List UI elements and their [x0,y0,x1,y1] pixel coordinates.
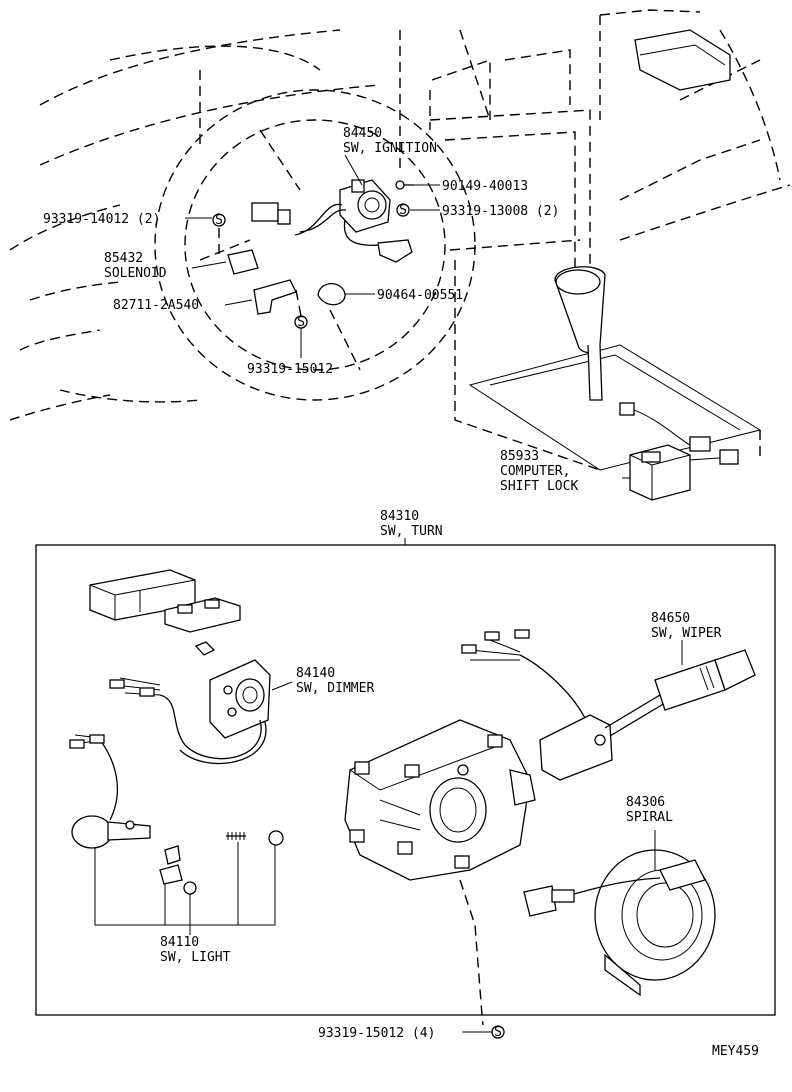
light-switch [69,734,151,849]
cluster-hood [109,45,321,150]
label-solenoid-no: 85432 [104,251,143,266]
dashboard-outline [9,9,791,471]
label-clip: 90464-00551 [377,288,463,303]
label-s-left: 93319-14012 (2) [43,212,160,227]
ignition-switch [251,179,413,263]
screw-icon [194,641,216,656]
screw-icon [395,180,414,190]
label-s-right: 93319-13008 (2) [442,204,559,219]
label-turn-name: SW, TURN [380,524,443,539]
connector-blocks [89,569,241,633]
svg-text:S: S [297,315,305,330]
clip [317,282,346,306]
s-symbol-icon: S S S [212,203,410,330]
label-light-no: 84110 [160,935,199,950]
spiral-cable [523,849,716,997]
leader-lines-light [94,842,276,935]
label-turn-no: 84310 [380,509,419,524]
bracket [253,279,297,315]
label-wiper-no: 84650 [651,611,690,626]
shift-lock-computer [629,444,691,501]
label-s-box: 93319-15012 (4) [318,1026,435,1041]
label-bracket: 82711-2A540 [113,298,199,313]
light-small-parts [159,830,284,895]
label-dimmer-name: SW, DIMMER [296,681,374,696]
svg-text:S: S [215,213,223,228]
label-computer-name2: SHIFT LOCK [500,479,578,494]
label-ignition-no: 84450 [343,126,382,141]
label-solenoid-name: SOLENOID [104,266,167,281]
svg-text:S: S [494,1025,502,1040]
dimmer-switch [109,659,271,765]
label-light-name: SW, LIGHT [160,950,231,965]
s-symbol-icon: S [491,1025,505,1040]
label-spiral-no: 84306 [626,795,665,810]
leader-lines-upper [185,154,630,479]
wiper-switch [461,629,756,781]
turn-switch-box [35,544,776,1016]
label-spiral-name: SPIRAL [626,810,673,825]
label-screw-top: 90149-40013 [442,179,528,194]
shift-lever [554,266,739,465]
steering-wheel [154,89,476,401]
svg-text:S: S [399,203,407,218]
label-ignition-name: SW, IGNITION [343,141,437,156]
label-dimmer-no: 84140 [296,666,335,681]
solenoid [227,249,259,275]
label-computer-no: 85933 [500,449,539,464]
diagram-code: MEY459 [712,1044,759,1059]
turn-switch-body [344,719,536,881]
vent [634,29,731,91]
label-computer-name1: COMPUTER, [500,464,570,479]
label-s-bottom: 93319-15012 [247,362,333,377]
label-wiper-name: SW, WIPER [651,626,722,641]
